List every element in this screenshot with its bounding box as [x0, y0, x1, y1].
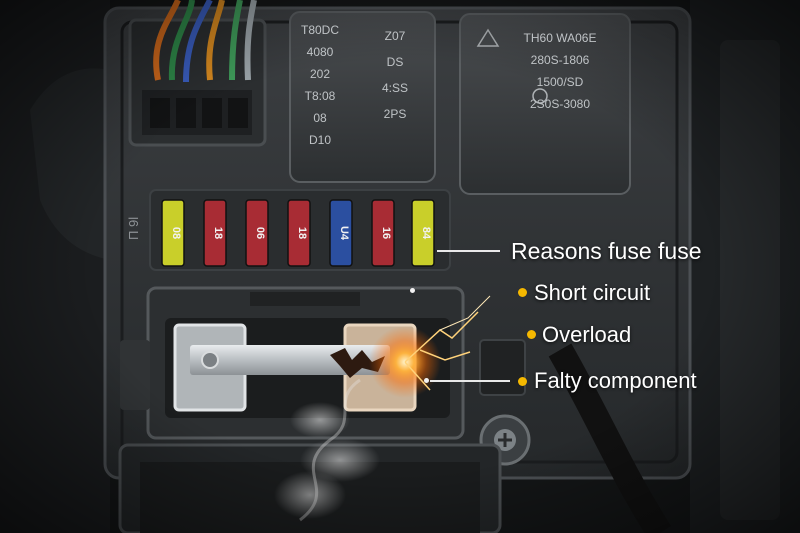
relay-marking-line: 2S0S-3080 — [530, 97, 590, 111]
leader-dot-faulty — [424, 378, 429, 383]
relay-marking-line: 1500/SD — [537, 75, 584, 89]
bullet-overload — [527, 330, 536, 339]
relay-marking-line: T8:08 — [305, 89, 336, 103]
relay-marking-line: 4:SS — [382, 81, 408, 95]
annotation-overload: Overload — [542, 322, 632, 347]
annotation-title: Reasons fuse fuse — [511, 238, 702, 264]
bullet-short-circuit — [518, 288, 527, 297]
relay-marking-line: 4080 — [307, 45, 334, 59]
leader-line-faulty — [430, 380, 510, 382]
relay-marking-line: 2PS — [384, 107, 407, 121]
annotation-faulty-component: Falty component — [534, 368, 697, 393]
relay-marking-line: D10 — [309, 133, 331, 147]
relay-markings: TH60 WA06E 280S-1806 1500/SD 2S0S-3080 — [524, 31, 597, 111]
relay-marking-line: 280S-1806 — [531, 53, 590, 67]
relay-marking-line: 202 — [310, 67, 330, 81]
annotation-short-circuit: Short circuit — [534, 280, 651, 305]
relay-marking-line: 08 — [313, 111, 327, 125]
relay-marking-line: DS — [387, 55, 404, 69]
relay-marking-line: TH60 WA06E — [524, 31, 597, 45]
relay-marking-line: T80DC — [301, 23, 339, 37]
relay-marking-line: Z07 — [385, 29, 406, 43]
leader-line-title — [437, 250, 500, 252]
bullet-faulty-component — [518, 377, 527, 386]
leader-dot-short-circuit — [410, 288, 415, 293]
